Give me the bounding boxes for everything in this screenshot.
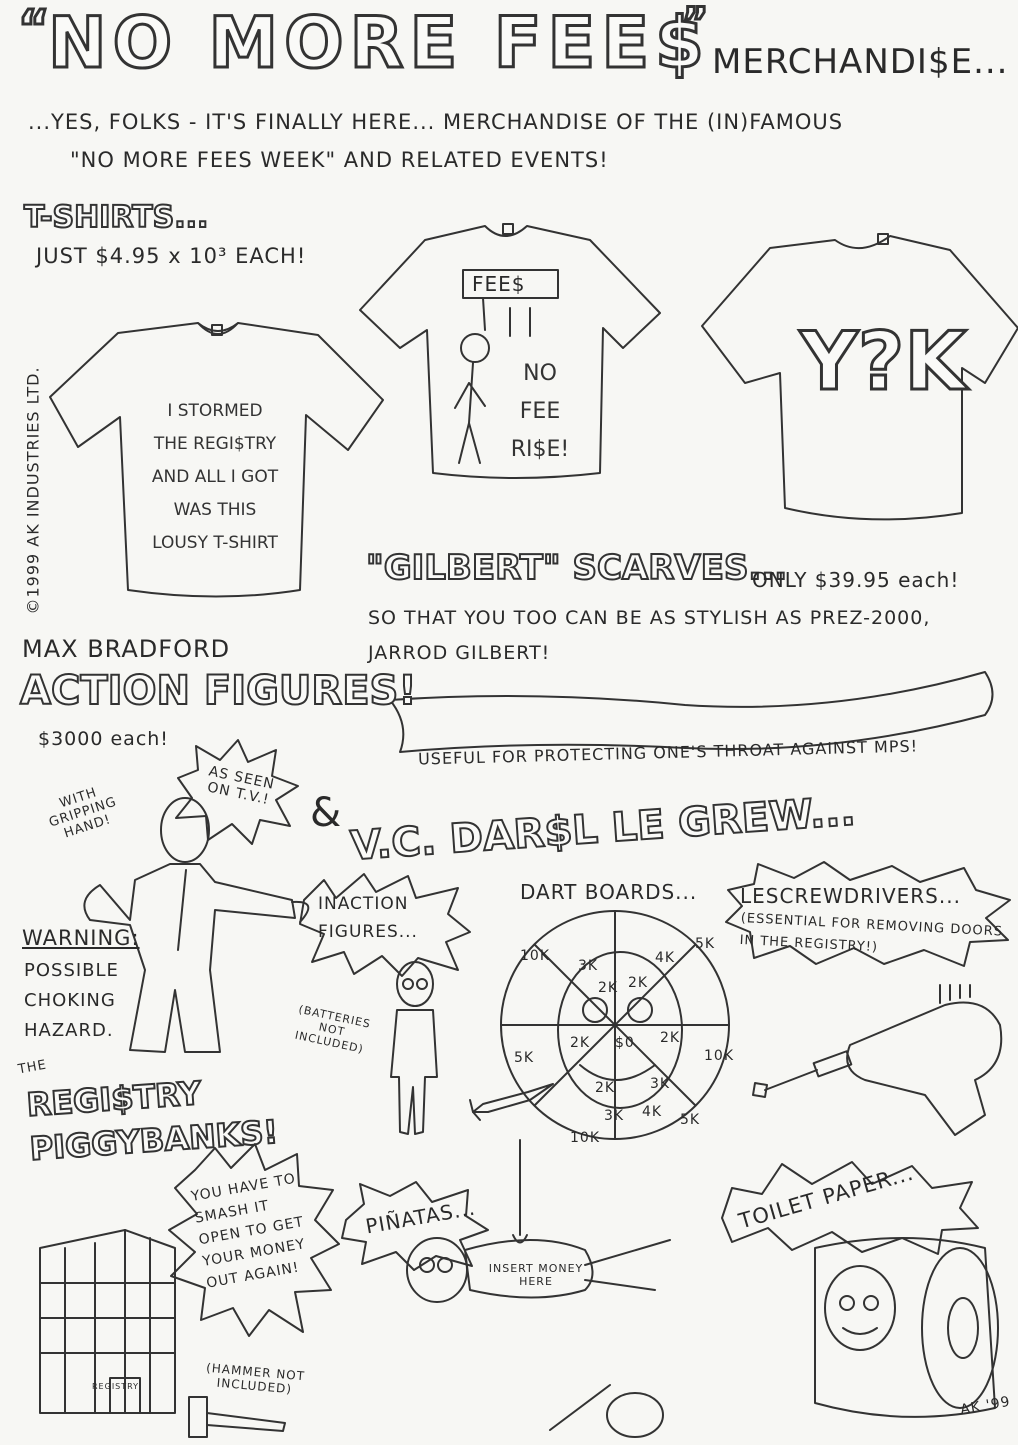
intro-line-1: ...YES, FOLKS - IT'S FINALLY HERE... MER… bbox=[28, 110, 844, 134]
title-quote-open: “ bbox=[17, 0, 52, 58]
building-sign: REGISTRY bbox=[92, 1382, 140, 1391]
copyright-vertical: ©1999 AK INDUSTRIES LTD. bbox=[23, 366, 43, 615]
tshirt-3-text: Y?K bbox=[798, 314, 967, 410]
scarf-drawing bbox=[389, 671, 994, 753]
dart-label: 5K bbox=[514, 1050, 535, 1066]
action-figure-drawing bbox=[83, 797, 310, 1053]
tshirt-1-line: AND ALL I GOT bbox=[151, 467, 279, 487]
dart-label: 2K bbox=[598, 980, 619, 996]
dart-label: 5K bbox=[695, 936, 716, 952]
pinatas-burst bbox=[341, 1181, 489, 1271]
tshirt-1-text: I STORMED THE REGI$TRY AND ALL I GOT WAS… bbox=[120, 395, 310, 560]
screwdrivers-heading: LESCREWDRIVERS... bbox=[740, 884, 961, 908]
dart-label: 10K bbox=[520, 948, 550, 964]
hammer-note: (HAMMER NOT INCLUDED) bbox=[205, 1360, 306, 1397]
tshirt-1-line: THE REGI$TRY bbox=[153, 434, 277, 454]
dartboard-drawing bbox=[500, 910, 730, 1140]
warning-line: HAZARD. bbox=[24, 1020, 114, 1041]
page-title: NO MORE FEE$ bbox=[47, 1, 710, 86]
toilet-paper-drawing bbox=[814, 1237, 999, 1418]
tshirt-1-drawing bbox=[49, 322, 384, 598]
dart-label: 4K bbox=[655, 950, 676, 966]
tshirts-heading: T-SHIRTS... bbox=[23, 199, 209, 236]
dart-label: 3K bbox=[650, 1076, 671, 1092]
warning-line: CHOKING bbox=[24, 990, 116, 1011]
dart-label: 2K bbox=[660, 1030, 681, 1046]
scarves-heading: "GILBERT" SCARVES... bbox=[365, 547, 788, 589]
tshirt-1-line: I STORMED bbox=[167, 401, 263, 421]
scarves-line-2: JARROD GILBERT! bbox=[368, 642, 551, 664]
inaction-text: INACTION FIGURES... bbox=[318, 894, 418, 942]
action-figures-heading: ACTION FIGURES! bbox=[19, 667, 418, 715]
dart-label: 10K bbox=[704, 1048, 734, 1064]
scarves-line-1: SO THAT YOU TOO CAN BE AS STYLISH AS PRE… bbox=[368, 607, 931, 629]
dart-label: 3K bbox=[578, 958, 599, 974]
tshirt-1-line: LOUSY T-SHIRT bbox=[152, 533, 278, 553]
tshirts-price: JUST $4.95 x 10³ EACH! bbox=[36, 244, 307, 268]
warning-title: WARNING: bbox=[22, 926, 140, 950]
piggybanks-burst bbox=[168, 1143, 340, 1337]
tshirt-2-line: FEE bbox=[519, 399, 561, 424]
tshirt-1-line: WAS THIS bbox=[173, 500, 257, 520]
action-figures-price: $3000 each! bbox=[38, 728, 169, 750]
dart-label: $0 bbox=[615, 1035, 635, 1051]
warning-line: POSSIBLE bbox=[24, 960, 119, 981]
inaction-burst bbox=[299, 873, 471, 977]
tshirt-2-drawing bbox=[359, 223, 661, 479]
intro-line-2: "NO MORE FEES WEEK" AND RELATED EVENTS! bbox=[70, 148, 609, 172]
page-subtitle: MERCHANDI$E... bbox=[712, 42, 1009, 82]
dart-label: 2K bbox=[570, 1035, 591, 1051]
dart-label: 10K bbox=[570, 1130, 600, 1146]
ampersand: & bbox=[310, 790, 343, 836]
dart-label: 2K bbox=[628, 975, 649, 991]
screwdriver-drawing bbox=[752, 984, 1003, 1136]
pinata-drawing bbox=[406, 1139, 671, 1303]
action-figures-line-1: MAX BRADFORD bbox=[22, 635, 231, 663]
screwdrivers-burst bbox=[725, 861, 1011, 967]
legrew-heading: V.C. DAR$L LE GREW... bbox=[348, 787, 858, 870]
title-quote-close: ” bbox=[680, 0, 709, 48]
registry-building-drawing bbox=[39, 1229, 176, 1414]
warning-lines: POSSIBLE CHOKING HAZARD. bbox=[24, 956, 119, 1046]
hammer-drawing bbox=[188, 1396, 286, 1438]
tshirt-2-line: NO bbox=[523, 361, 557, 386]
tshirt-3-drawing bbox=[701, 233, 1018, 521]
pinata-belly-text: INSERT MONEY HERE bbox=[488, 1262, 584, 1288]
dart-drawing bbox=[469, 1083, 554, 1121]
scarves-price: ONLY $39.95 each! bbox=[752, 568, 960, 592]
dartboards-heading: DART BOARDS... bbox=[520, 880, 698, 904]
dart-label: 4K bbox=[642, 1104, 663, 1120]
tshirt-2-text: NO FEE RI$E! bbox=[495, 355, 585, 469]
dart-label: 5K bbox=[680, 1112, 701, 1128]
tshirt-2-line: RI$E! bbox=[510, 437, 570, 462]
dart-label: 3K bbox=[604, 1108, 625, 1124]
piggybanks-the: THE bbox=[16, 1057, 49, 1078]
inaction-figure-drawing bbox=[390, 961, 438, 1135]
tshirt-2-sign: FEE$ bbox=[472, 272, 526, 296]
batter-drawing bbox=[549, 1384, 664, 1438]
piggybanks-note: YOU HAVE TO SMASH IT OPEN TO GET YOUR MO… bbox=[189, 1170, 307, 1292]
dart-label: 2K bbox=[595, 1080, 616, 1096]
toilet-paper-burst bbox=[721, 1161, 979, 1255]
